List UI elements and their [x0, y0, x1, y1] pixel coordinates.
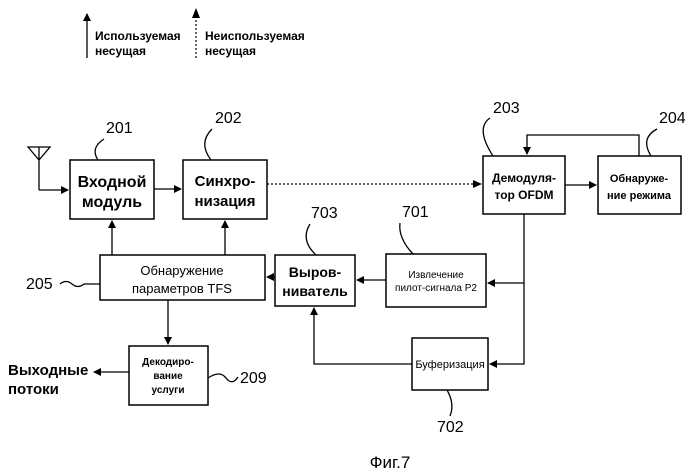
ref-702: 702 — [437, 390, 464, 436]
arrow-buffer-to-equalizer — [314, 308, 412, 364]
demod-label-2: тор OFDM — [494, 188, 553, 202]
ref-701: 701 — [400, 204, 429, 254]
mode-detect-box — [598, 156, 681, 214]
svg-text:203: 203 — [493, 100, 520, 117]
service-decode-label-1: Декодиро- — [142, 357, 194, 368]
unused-carrier-label-2: несущая — [205, 44, 256, 58]
output-label-1: Выходные — [8, 362, 88, 379]
output-label-2: потоки — [8, 381, 59, 398]
figure-caption: Фиг.7 — [370, 453, 411, 472]
demod-label-1: Демодуля- — [492, 171, 556, 185]
ref-703: 703 — [306, 205, 338, 255]
antenna-icon — [28, 147, 68, 190]
pilot-extract-label-2: пилот-сигнала P2 — [395, 283, 477, 294]
sync-label-2: низация — [194, 193, 255, 210]
ref-201: 201 — [95, 120, 133, 160]
equalizer-label-2: ниватель — [282, 283, 348, 299]
ref-209: 209 — [208, 370, 267, 387]
demod-box — [483, 156, 565, 214]
ref-204: 204 — [647, 110, 686, 156]
svg-text:205: 205 — [26, 276, 53, 293]
buffering-label: Буферизация — [415, 359, 484, 371]
ref-202: 202 — [205, 110, 242, 160]
arrow-demod-to-buffer — [490, 283, 524, 364]
tfs-detect-label-1: Обнаружение — [140, 263, 223, 278]
svg-text:202: 202 — [215, 110, 242, 127]
svg-text:701: 701 — [402, 204, 429, 221]
input-module-label-1: Входной — [78, 174, 147, 191]
tfs-detect-label-2: параметров TFS — [132, 281, 232, 296]
ref-205: 205 — [26, 276, 100, 293]
used-carrier-label-2: несущая — [95, 44, 146, 58]
service-decode-label-3: услуги — [152, 385, 185, 396]
used-carrier-label-1: Используемая — [95, 29, 181, 43]
mode-detect-label-1: Обнаруже- — [610, 173, 669, 185]
equalizer-label-1: Выров- — [289, 264, 342, 280]
arrow-demod-to-pilot — [488, 214, 524, 283]
input-module-label-2: модуль — [82, 194, 142, 211]
legend: Используемая несущая Неиспользуемая несу… — [87, 8, 305, 58]
pilot-extract-label-1: Извлечение — [408, 270, 464, 281]
service-decode-label-2: вание — [153, 371, 183, 382]
mode-detect-label-2: ние режима — [607, 190, 672, 202]
svg-text:703: 703 — [311, 205, 338, 222]
ref-203: 203 — [483, 100, 520, 156]
unused-carrier-arrowhead — [192, 8, 200, 18]
sync-label-1: Синхро- — [195, 173, 256, 190]
svg-text:702: 702 — [437, 419, 464, 436]
arrow-mode-feedback — [527, 135, 639, 156]
arrowhead-sync-to-demod — [473, 180, 482, 188]
svg-text:209: 209 — [240, 370, 267, 387]
svg-text:204: 204 — [659, 110, 686, 127]
svg-text:201: 201 — [106, 120, 133, 137]
unused-carrier-label-1: Неиспользуемая — [205, 29, 305, 43]
